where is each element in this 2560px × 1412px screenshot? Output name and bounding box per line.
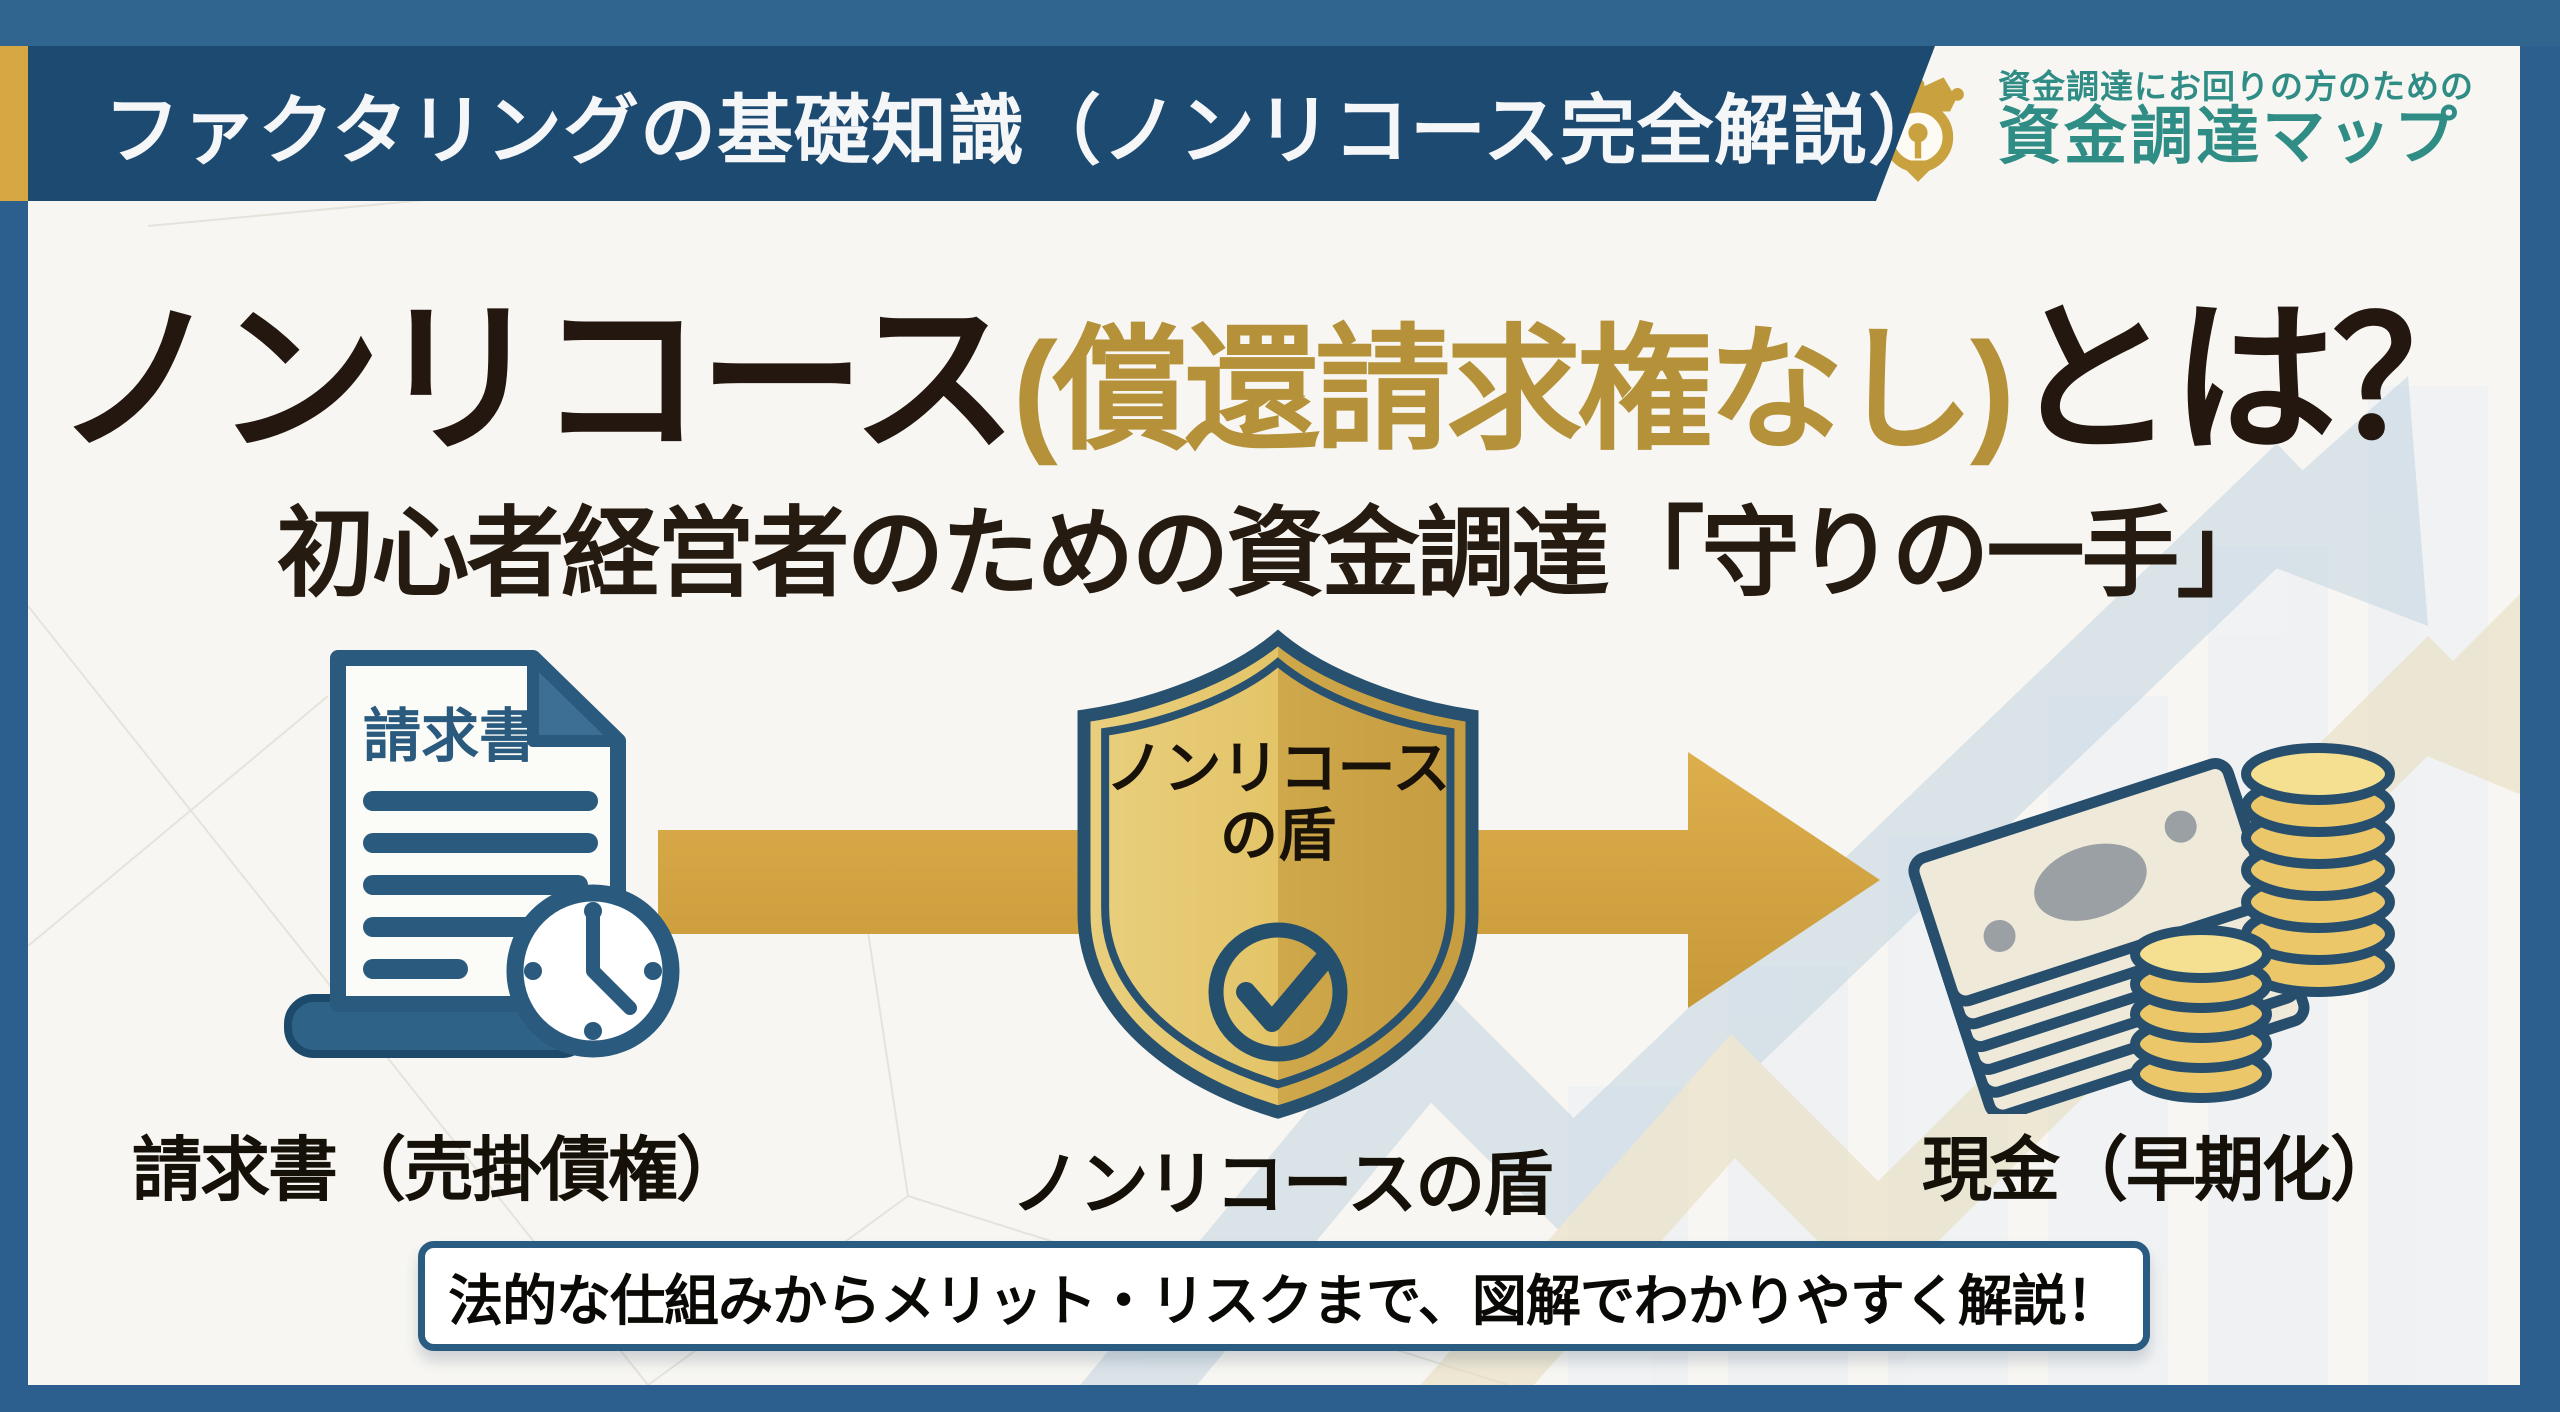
main-title-part1: ノンリコース [54,288,1018,473]
footer-banner: 法的な仕組みからメリット・リスクまで、図解でわかりやすく解説！ [418,1241,2150,1351]
logo-name: 資金調達マップ [1998,102,2460,173]
shield-check-icon: ノンリコース の盾 [1058,624,1498,1126]
shield-text: ノンリコース の盾 [1105,736,1451,868]
cash-label: 現金（早期化） [1922,1131,2400,1209]
header-band: ファクタリングの基礎知識（ノンリコース完全解説） [28,46,1935,201]
invoice-label: 請求書（売掛債権） [132,1131,746,1209]
footer-banner-text: 法的な仕組みからメリット・リスクまで、図解でわかりやすく解説！ [448,1270,2121,1332]
invoice-folded-corner [527,652,624,747]
invoice-doc-title: 請求書 [363,704,537,769]
shield-body [1077,629,1479,1119]
page-title: ファクタリングの基礎知識（ノンリコース完全解説） [104,88,1946,174]
content-area: 資金調達にお回りの方のための 資金調達マップ ノンリコース(償還請求権なし)とは… [28,46,2520,1385]
check-circle-icon [1208,922,1348,1062]
shield-inner-border [1101,657,1455,1089]
coin-stack-short [2130,925,2272,1103]
gold-accent-strip [0,46,28,201]
invoice-text-lines [363,791,598,979]
logo-tagline: 資金調達にお回りの方のための [1998,67,2474,105]
shield-label: ノンリコースの盾 [1010,1145,1554,1223]
cash-coins-icon [1906,714,2408,1121]
site-logo: 資金調達にお回りの方のための 資金調達マップ [1854,56,2474,184]
subtitle: 初心者経営者のための資金調達「守りの一手」 [276,498,2274,608]
top-frame-bar [0,0,2560,46]
main-title-part2: (償還請求権なし) [1012,314,2016,466]
main-title-part3: とは？ [2010,288,2498,473]
clock-icon [506,884,680,1058]
invoice-clock-icon: 請求書 [278,646,688,1086]
main-title: ノンリコース(償還請求権なし)とは？ [28,244,2520,485]
